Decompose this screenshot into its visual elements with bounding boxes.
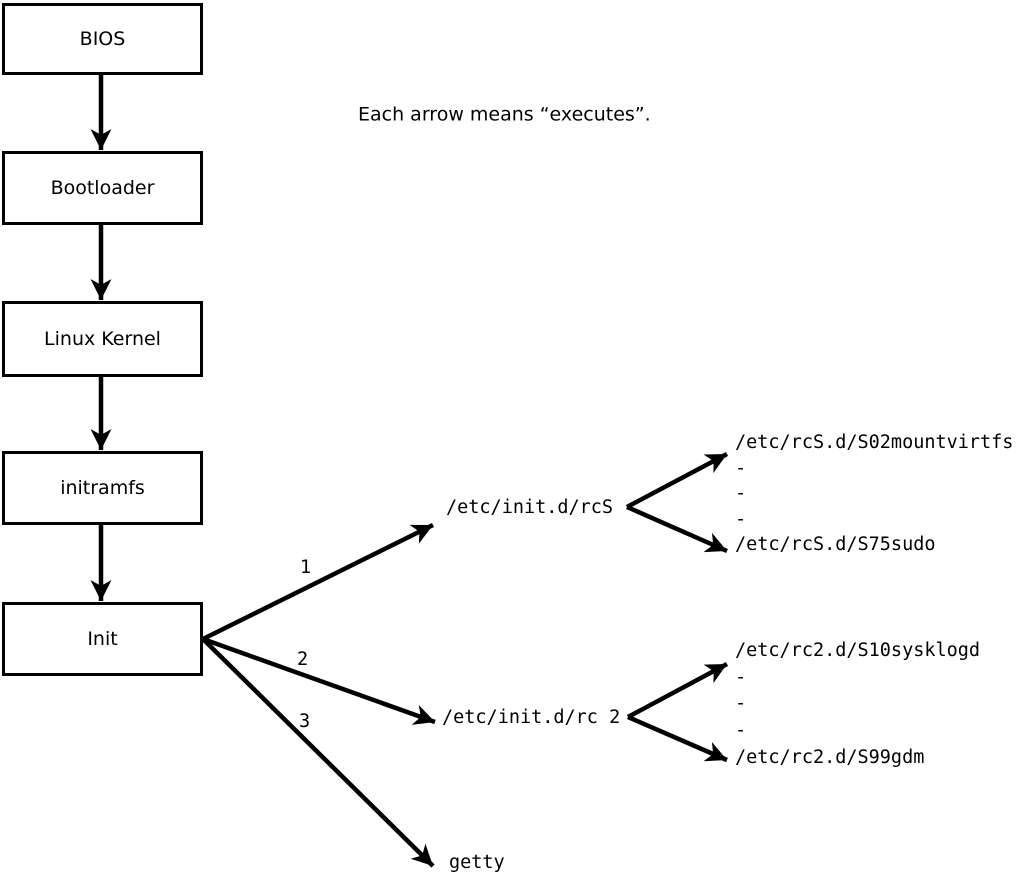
- node-init: Init: [2, 602, 203, 676]
- rc2-script-gap-dash: -: [735, 692, 747, 714]
- target-getty-command: getty: [449, 851, 505, 873]
- node-initramfs-label: initramfs: [60, 477, 145, 499]
- arrow-rcs-to-last-script: [626, 504, 728, 554]
- rc2-script-last: /etc/rc2.d/S99gdm: [735, 746, 925, 768]
- node-bios: BIOS: [2, 3, 203, 75]
- node-bootloader: Bootloader: [2, 151, 203, 225]
- arrow-init-to-rcs: [202, 522, 434, 642]
- rc2-script-first: /etc/rc2.d/S10sysklogd: [735, 639, 981, 661]
- node-linux-kernel-label: Linux Kernel: [44, 328, 161, 350]
- arrow-rc2-to-last-script: [627, 714, 728, 763]
- arrow-rcs-to-first-script: [625, 452, 729, 509]
- target-rc2-command: /etc/init.d/rc 2: [442, 706, 621, 728]
- rcs-script-first: /etc/rcS.d/S02mountvirtfs: [735, 431, 1014, 453]
- node-init-label: Init: [87, 628, 118, 650]
- node-initramfs: initramfs: [2, 451, 203, 525]
- arrow-rc2-to-first-script: [626, 662, 729, 719]
- arrow-order-label-3: 3: [299, 710, 311, 732]
- arrow-init-to-getty: [201, 637, 435, 868]
- rcs-script-gap-dash: -: [735, 508, 747, 530]
- arrow-order-label-1: 1: [300, 556, 312, 578]
- target-rcs-command: /etc/init.d/rcS: [446, 496, 614, 518]
- arrow-order-label-2: 2: [297, 648, 309, 670]
- rcs-script-last: /etc/rcS.d/S75sudo: [735, 533, 936, 555]
- note-text: Each arrow means “executes”.: [358, 103, 651, 126]
- rc2-script-gap-dash: -: [735, 666, 747, 688]
- arrow-init-to-rc2: [202, 636, 436, 725]
- node-linux-kernel: Linux Kernel: [2, 301, 203, 377]
- rcs-script-gap-dash: -: [735, 482, 747, 504]
- node-bios-label: BIOS: [79, 28, 126, 50]
- rcs-script-gap-dash: -: [735, 457, 747, 479]
- node-bootloader-label: Bootloader: [50, 177, 155, 199]
- rc2-script-gap-dash: -: [735, 719, 747, 741]
